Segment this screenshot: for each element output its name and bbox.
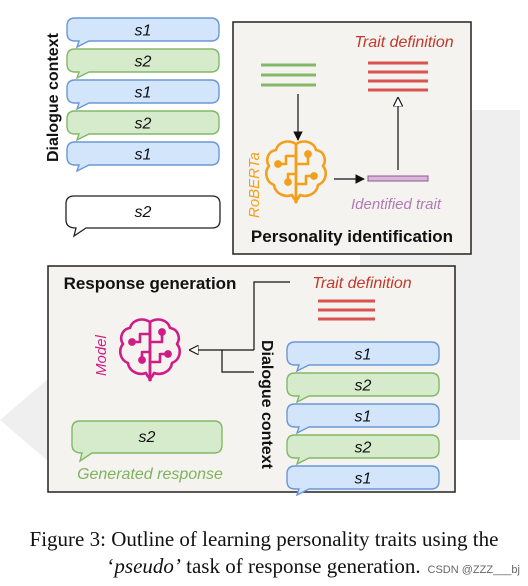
dialogue-bubble: s2 — [286, 434, 440, 466]
dialogue-bubble-text: s1 — [355, 409, 372, 426]
dialogue-bubble-text: s1 — [135, 147, 152, 164]
generated-response-label: Generated response — [77, 466, 223, 483]
dialogue-bubble: s1 — [286, 465, 440, 497]
dialogue-bubble: s1 — [286, 403, 440, 435]
model-label: Model — [93, 334, 110, 376]
left-dialogue-bubbles: s1 s2 s1 s2 s1 — [66, 17, 220, 173]
trait-definition-lines-top — [368, 61, 428, 92]
dialogue-bubble-text: s2 — [355, 440, 372, 457]
dialogue-bubble: s2 — [66, 48, 220, 80]
trait-definition-label-top: Trait definition — [354, 34, 453, 51]
csdn-watermark: CSDN @ZZZ___bj — [427, 564, 520, 576]
dialogue-bubble-text: s1 — [355, 347, 372, 364]
target-response-bubble: s2 — [65, 195, 221, 238]
caption-line-2-rest: task of response generation. — [180, 554, 421, 578]
dialogue-bubble-shape — [66, 79, 220, 111]
dialogue-bubble: s1 — [66, 141, 220, 173]
figure-caption: Figure 3: Outline of learning personalit… — [0, 526, 528, 580]
dialogue-context-label-bottom: Dialogue context — [258, 340, 275, 470]
identified-trait-bar — [367, 175, 429, 182]
dialogue-bubble: s1 — [66, 17, 220, 49]
dialogue-bubble-text: s2 — [135, 54, 152, 71]
dialogue-bubble-text: s1 — [135, 23, 152, 40]
personality-identification-panel: Personality identification Trait definit… — [232, 21, 472, 255]
diagram-canvas: Personality identification Trait definit… — [0, 17, 520, 497]
dialogue-lines-top — [261, 63, 316, 87]
dialogue-bubble-shape — [286, 372, 440, 404]
dialogue-bubble-shape — [66, 141, 220, 173]
dialogue-bubble-shape — [286, 434, 440, 466]
caption-open-quote: ‘ — [107, 554, 115, 578]
connector-dialogue-context-to-model — [221, 350, 254, 373]
dialogue-context-label-left: Dialogue context — [45, 32, 62, 162]
dialogue-bubble-text: s1 — [355, 471, 372, 488]
dialogue-bubble-shape — [286, 465, 440, 497]
brain-icon-model — [118, 318, 182, 382]
target-bubble-text: s2 — [135, 204, 152, 221]
identified-trait-label: Identified trait — [351, 196, 442, 213]
dialogue-bubble-shape — [286, 341, 440, 373]
dialogue-bubble: s2 — [66, 110, 220, 142]
panel-title-response-generation: Response generation — [64, 274, 237, 293]
roberta-label: RoBERTa — [246, 152, 263, 218]
connector-trait-definition-to-model — [253, 281, 290, 350]
trait-definition-label-bottom: Trait definition — [312, 275, 411, 292]
panel-title-personality-identification: Personality identification — [251, 227, 453, 246]
dialogue-bubble-text: s2 — [135, 116, 152, 133]
dialogue-bubble-shape — [286, 403, 440, 435]
dialogue-bubble-text: s2 — [355, 378, 372, 395]
dialogue-bubble-text: s1 — [135, 85, 152, 102]
trait-definition-lines-bottom — [318, 299, 375, 321]
brain-icon-roberta — [264, 140, 328, 204]
generated-response-bubble: s2 — [71, 420, 223, 463]
dialogue-bubble: s1 — [286, 341, 440, 373]
caption-pseudo-word: pseudo’ — [114, 554, 181, 578]
response-generation-panel: Response generation Trait definition — [47, 265, 456, 497]
caption-line-2: ‘pseudo’ task of response generation. — [0, 553, 528, 580]
dialogue-bubble: s1 — [66, 79, 220, 111]
bottom-dialogue-bubbles: s1 s2 s1 s2 s1 — [286, 341, 440, 497]
dialogue-bubble-shape — [66, 110, 220, 142]
dialogue-bubble-shape — [66, 17, 220, 49]
generated-bubble-text: s2 — [139, 429, 156, 446]
dialogue-bubble: s2 — [286, 372, 440, 404]
dialogue-bubble-shape — [66, 48, 220, 80]
caption-line-1: Figure 3: Outline of learning personalit… — [29, 527, 499, 551]
